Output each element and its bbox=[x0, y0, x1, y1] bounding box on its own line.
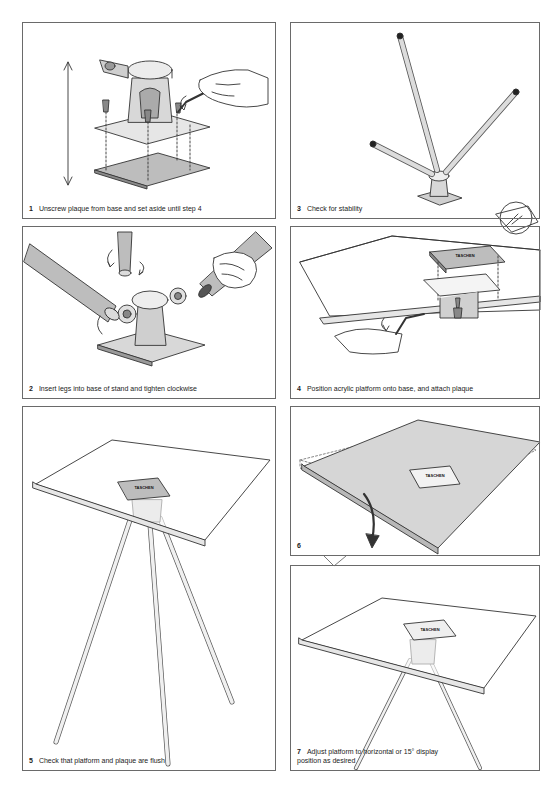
step-number: 3 bbox=[297, 205, 301, 212]
step-caption-row: 2 Insert legs into base of stand and tigh… bbox=[29, 384, 197, 393]
step-number: 1 bbox=[29, 205, 33, 212]
step2-illustration bbox=[24, 232, 272, 366]
step-caption: Unscrew plaque from base and set aside u… bbox=[39, 205, 202, 212]
step-caption-row: 7Adjust platform to horizontal or 15° di… bbox=[297, 747, 462, 765]
step5-illustration bbox=[33, 440, 270, 764]
plaque-text: TASCHEN bbox=[420, 628, 439, 632]
step-number: 2 bbox=[29, 385, 33, 392]
step-number: 4 bbox=[297, 385, 301, 392]
step-caption-row: 4 Position acrylic platform onto base, an… bbox=[297, 384, 473, 393]
step-number: 7 bbox=[297, 748, 301, 755]
step-panel: 2 Insert legs into base of stand and tigh… bbox=[22, 226, 276, 399]
step-caption-row: 5 Check that platform and plaque are flus… bbox=[29, 756, 165, 765]
step-caption-row: 6 bbox=[297, 541, 307, 550]
plaque-text: TASCHEN bbox=[425, 474, 444, 478]
step-panel: 5 Check that platform and plaque are flus… bbox=[22, 406, 276, 771]
step-caption-row: 3 Check for stability bbox=[297, 204, 362, 213]
plaque-text: TASCHEN bbox=[134, 486, 153, 490]
step-caption: Adjust platform to horizontal or 15° dis… bbox=[297, 748, 438, 764]
step3-illustration bbox=[370, 33, 519, 205]
step7-illustration bbox=[299, 598, 536, 768]
step-caption: Check for stability bbox=[307, 205, 362, 212]
step-panel: 1 Unscrew plaque from base and set aside … bbox=[22, 22, 276, 219]
step-caption-row: 1 Unscrew plaque from base and set aside … bbox=[29, 204, 202, 213]
step-caption: Check that platform and plaque are flush bbox=[39, 757, 165, 764]
step-caption: Insert legs into base of stand and tight… bbox=[39, 385, 197, 392]
step-number: 5 bbox=[29, 757, 33, 764]
step-caption: Position acrylic platform onto base, and… bbox=[307, 385, 473, 392]
step-panel: 6 bbox=[290, 406, 540, 556]
step4-illustration bbox=[300, 202, 540, 354]
step1-illustration bbox=[64, 60, 268, 189]
step-panel: 4 Position acrylic platform onto base, an… bbox=[290, 226, 540, 399]
plaque-text: TASCHEN bbox=[455, 254, 474, 258]
step-number: 6 bbox=[297, 542, 301, 549]
step6-illustration bbox=[300, 420, 540, 554]
step-panel: 3 Check for stability bbox=[290, 22, 540, 219]
step-panel: 7Adjust platform to horizontal or 15° di… bbox=[290, 565, 540, 771]
